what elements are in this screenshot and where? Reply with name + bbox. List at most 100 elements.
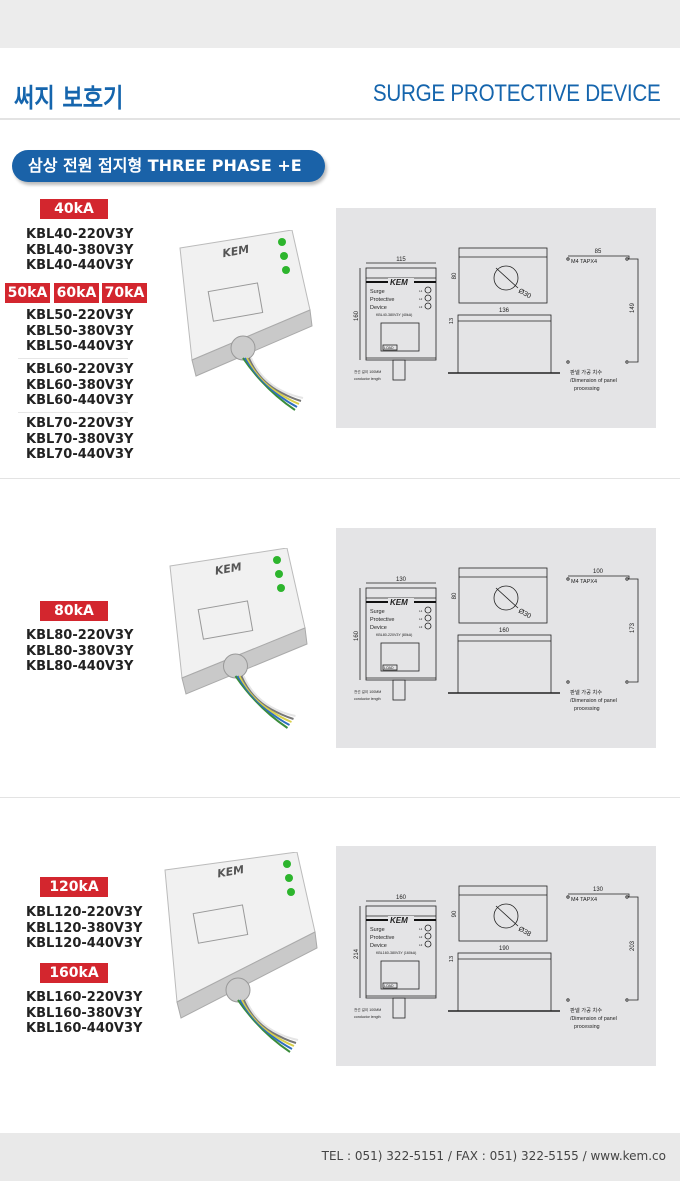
hole-circle <box>493 903 519 929</box>
led-circle-icon <box>424 286 432 294</box>
side-view <box>457 314 552 374</box>
brand-logo: KEM <box>390 278 408 287</box>
wire <box>241 999 295 1047</box>
cable-gland <box>225 977 251 1003</box>
rating-badge: 50kA <box>5 283 50 303</box>
circuit-diagram <box>207 282 264 322</box>
circuit-diagram <box>192 904 249 944</box>
model-label: KBL160-380V3Y (160kA) <box>376 951 416 955</box>
contact-info: TEL : 051) 322-5151 / FAX : 051) 322-515… <box>321 1149 666 1163</box>
led-circle-icon <box>424 924 432 932</box>
panel-height-dimension: 149 <box>630 302 636 313</box>
cable-gland <box>230 335 256 361</box>
label-protective: Protective <box>370 935 394 941</box>
load-label: LOAD <box>384 666 394 670</box>
model-item: KBL80-440V3Y <box>26 659 134 674</box>
panel-outline <box>568 893 639 1001</box>
category-pill: 삼상 전원 접지형 THREE PHASE +E <box>12 150 325 182</box>
status-led-icon <box>283 860 291 868</box>
cable-outlet <box>392 679 406 701</box>
wire <box>238 675 292 723</box>
side-view <box>457 952 552 1012</box>
model-item: KBL60-440V3Y <box>26 393 134 408</box>
model-item: KBL160-220V3Y <box>26 990 143 1005</box>
wire <box>242 357 296 411</box>
panel-label-en: processing <box>574 1024 600 1030</box>
top-view <box>458 247 548 304</box>
height-dimension: 160 <box>354 310 360 321</box>
model-item: KBL50-440V3Y <box>26 339 134 354</box>
hole-dimension: Ø38 <box>517 926 532 939</box>
tap-label: M4 TAPX4 <box>571 259 597 265</box>
led-label: L1 <box>419 609 423 613</box>
status-led-icon <box>285 874 293 882</box>
group-divider <box>18 358 128 359</box>
panel-label-en: /Dimension of panel <box>570 1016 617 1022</box>
mount-hole-icon <box>566 680 570 684</box>
model-item: KBL120-380V3Y <box>26 920 143 936</box>
led-label: L1 <box>419 289 423 293</box>
mount-hole-icon <box>625 577 629 581</box>
status-led-icon <box>280 252 288 260</box>
panel-width-dimension: 130 <box>593 887 604 893</box>
led-circle-icon <box>424 622 432 630</box>
product-photo: KEM <box>170 229 330 424</box>
wire <box>242 675 296 717</box>
load-box <box>382 344 398 351</box>
side-height-dimension: 13 <box>449 318 455 324</box>
section-divider <box>0 797 680 798</box>
mount-hole-icon <box>566 257 570 261</box>
height-dimension: 160 <box>354 630 360 641</box>
cable-outlet <box>392 997 406 1019</box>
model-item: KBL160-380V3Y <box>26 1005 143 1021</box>
panel-width-dimension: 85 <box>595 249 602 255</box>
label-surge: Surge <box>370 289 385 295</box>
led-circle-icon <box>424 932 432 940</box>
panel-label-ko: 판넬 가공 치수 <box>570 368 602 376</box>
side-width-dimension: 136 <box>499 308 510 314</box>
model-item: KBL120-440V3Y <box>26 936 143 951</box>
model-item: KBL40-380V3Y <box>26 242 134 258</box>
conductor-label-ko: 전선 길이 100MM <box>354 689 381 694</box>
panel-label-en: processing <box>574 386 600 392</box>
status-led-icon <box>275 570 283 578</box>
led-label: L3 <box>419 305 423 309</box>
mount-hole-icon <box>625 895 629 899</box>
model-item: KBL50-380V3Y <box>26 323 134 339</box>
side-width-dimension: 190 <box>499 946 510 952</box>
dim-line <box>495 905 519 927</box>
model-list: KBL70-220V3Y KBL70-380V3Y KBL70-440V3Y <box>26 416 133 463</box>
load-box <box>382 664 398 671</box>
model-item: KBL70-380V3Y <box>26 431 134 447</box>
panel-label-en: /Dimension of panel <box>570 378 617 384</box>
side-view <box>457 634 552 694</box>
wire <box>236 675 290 726</box>
brand-bg <box>388 278 414 286</box>
circuit-diagram <box>380 960 420 990</box>
panel-width-dimension: 100 <box>593 569 604 575</box>
model-item: KBL50-220V3Y <box>26 308 134 323</box>
rating-badge: 120kA <box>40 877 108 897</box>
model-label: KBL80-220V3Y (80kA) <box>376 633 412 637</box>
wire <box>246 357 300 405</box>
label-device: Device <box>370 625 387 631</box>
footer: TEL : 051) 322-5151 / FAX : 051) 322-515… <box>0 1133 680 1181</box>
label-device: Device <box>370 305 387 311</box>
conductor-label-en: conductor length <box>354 697 381 701</box>
conductor-label-en: conductor length <box>354 1015 381 1019</box>
panel-label-ko: 판넬 가공 치수 <box>570 1006 602 1014</box>
wire <box>245 999 299 1041</box>
label-surge: Surge <box>370 609 385 615</box>
led-label: L1 <box>419 927 423 931</box>
circuit-diagram <box>380 322 420 352</box>
tap-label: M4 TAPX4 <box>571 579 597 585</box>
hole-circle <box>493 585 519 611</box>
height-dimension: 214 <box>354 948 360 959</box>
side-height-dimension: 13 <box>449 956 455 962</box>
wire <box>237 999 291 1053</box>
model-item: KBL40-220V3Y <box>26 227 134 242</box>
led-circle-icon <box>424 614 432 622</box>
rating-badge: 60kA <box>54 283 99 303</box>
status-led-icon <box>282 266 290 274</box>
